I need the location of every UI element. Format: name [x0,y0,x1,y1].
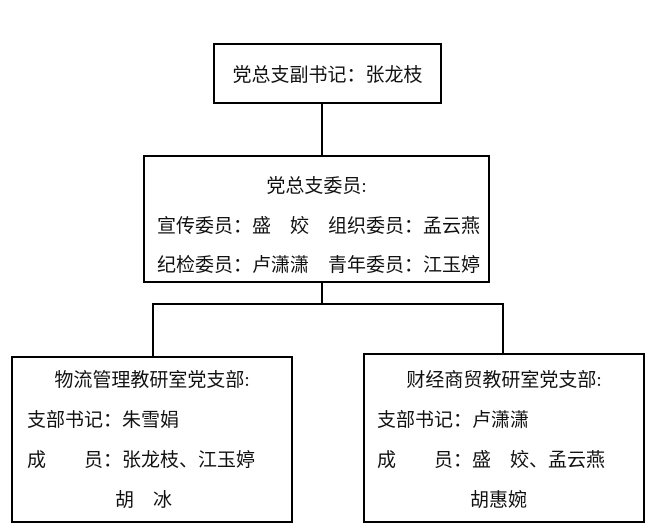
finance-branch-members-continued: 胡惠婉 [470,490,528,511]
committee-row-discipline-youth: 纪检委员：卢潇潇 青年委员：江玉婷 [157,255,481,276]
connector-committee-stub [321,282,323,305]
finance-branch-title: 财经商贸教研室党支部: [406,370,602,391]
org-box-committee: 党总支委员: 宣传委员：盛 姣 组织委员：孟云燕 纪检委员：卢潇潇 青年委员：江… [143,155,490,283]
connector-drop-left-branch [152,303,154,357]
logistics-branch-members-continued: 胡 冰 [115,490,173,511]
logistics-branch-members: 成 员：张龙枝、江玉婷 [27,450,256,471]
deputy-secretary-label: 党总支副书记：张龙枝 [232,65,423,86]
org-box-logistics-branch: 物流管理教研室党支部: 支部书记：朱雪娟 成 员：张龙枝、江玉婷 胡 冰 [11,356,293,523]
logistics-branch-title: 物流管理教研室党支部: [54,370,250,391]
logistics-branch-secretary: 支部书记：朱雪娟 [27,410,180,431]
finance-branch-secretary: 支部书记：卢潇潇 [377,410,530,431]
connector-horizontal-bar [152,303,504,305]
committee-row-publicity-organization: 宣传委员：盛 姣 组织委员：孟云燕 [157,216,481,237]
connector-top-to-committee [321,103,323,156]
org-box-finance-branch: 财经商贸教研室党支部: 支部书记：卢潇潇 成 员：盛 姣、孟云燕 胡惠婉 [363,353,645,523]
org-box-deputy-secretary: 党总支副书记：张龙枝 [213,43,442,104]
committee-title: 党总支委员: [266,176,367,197]
finance-branch-members: 成 员：盛 姣、孟云燕 [377,450,606,471]
connector-drop-right-branch [502,303,504,354]
